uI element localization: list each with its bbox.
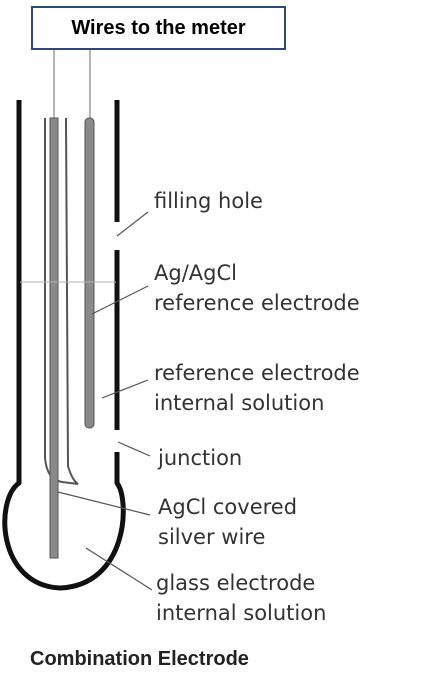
outer-body <box>2 100 126 591</box>
leader-ref-electrode <box>91 285 149 315</box>
inner-glass-tube <box>44 117 79 485</box>
diagram-caption: Combination Electrode <box>30 648 249 670</box>
label-glass-solution-line1: glass electrode <box>156 571 316 595</box>
label-agcl-wire-line1: AgCl covered <box>158 495 298 519</box>
agcl-silver-wire <box>49 117 59 559</box>
label-ref-electrode-line1: Ag/AgCl <box>154 261 237 285</box>
label-filling-hole: filling hole <box>154 189 263 213</box>
leader-filling-hole <box>116 211 149 237</box>
label-ref-solution-line1: reference electrode <box>154 361 360 385</box>
wires-to-meter-title: Wires to the meter <box>31 6 286 50</box>
label-junction: junction <box>158 446 243 470</box>
label-glass-solution-line2: internal solution <box>156 601 327 625</box>
ag-agcl-reference-wire <box>84 117 95 429</box>
label-agcl-wire-line2: silver wire <box>158 525 266 549</box>
label-ref-solution-line2: internal solution <box>154 391 325 415</box>
leader-agcl-wire <box>57 491 151 516</box>
leader-junction <box>117 441 151 457</box>
leader-ref-solution <box>101 379 149 399</box>
leader-glass-solution <box>85 547 153 591</box>
junction-gap <box>112 430 122 452</box>
label-ref-electrode-line2: reference electrode <box>154 291 360 315</box>
